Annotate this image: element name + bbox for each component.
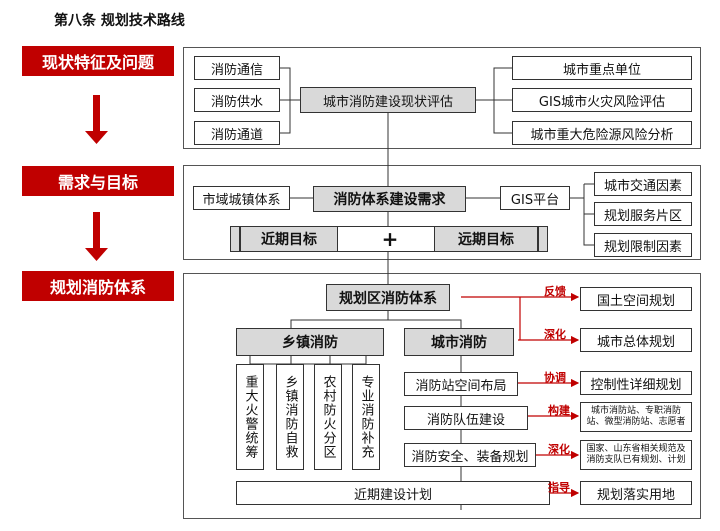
link-feedback: 反馈 bbox=[544, 285, 566, 298]
township-col-1: 重大火警统筹 bbox=[236, 364, 264, 470]
goal-long-term: 远期目标 bbox=[434, 226, 538, 252]
stage-current-status: 现状特征及问题 bbox=[22, 46, 174, 76]
link-deepen-2: 深化 bbox=[548, 443, 570, 456]
demand-service-area: 规划服务片区 bbox=[594, 202, 692, 226]
township-col-4: 专业消防补充 bbox=[352, 364, 380, 470]
demand-limits: 规划限制因素 bbox=[594, 233, 692, 257]
status-item-access-road: 消防通道 bbox=[194, 121, 280, 145]
city-item-team-building: 消防队伍建设 bbox=[404, 406, 528, 430]
township-col-3: 农村防火分区 bbox=[314, 364, 342, 470]
link-guide: 指导 bbox=[548, 481, 570, 494]
link-coordinate: 协调 bbox=[544, 371, 566, 384]
city-item-safety-equipment: 消防安全、装备规划 bbox=[404, 443, 536, 467]
status-item-gis-risk: GIS城市火灾风险评估 bbox=[512, 88, 692, 112]
city-fire: 城市消防 bbox=[404, 328, 514, 356]
status-item-key-units: 城市重点单位 bbox=[512, 56, 692, 80]
plan-land-implementation: 规划落实用地 bbox=[580, 481, 692, 505]
plan-territorial-space: 国土空间规划 bbox=[580, 287, 692, 311]
goal-near-term: 近期目标 bbox=[240, 226, 338, 252]
plan-regulatory-detail: 控制性详细规划 bbox=[580, 371, 692, 395]
city-item-station-layout: 消防站空间布局 bbox=[404, 372, 518, 396]
stage-fire-system: 规划消防体系 bbox=[22, 271, 174, 301]
plan-regulations: 国家、山东省相关规范及消防支队已有规划、计划 bbox=[580, 440, 692, 470]
system-top: 规划区消防体系 bbox=[326, 284, 450, 311]
status-item-hazard-risk: 城市重大危险源风险分析 bbox=[512, 121, 692, 145]
goal-plus: + bbox=[381, 227, 399, 251]
goals-bar-left-cap bbox=[230, 226, 240, 252]
demand-urban-system: 市域城镇体系 bbox=[193, 186, 290, 210]
demand-gis-platform: GIS平台 bbox=[500, 186, 570, 210]
goals-bar-right-cap bbox=[538, 226, 548, 252]
link-deepen-1: 深化 bbox=[544, 328, 566, 341]
link-build: 构建 bbox=[548, 404, 570, 417]
system-frame bbox=[183, 273, 701, 519]
near-term-plan: 近期建设计划 bbox=[236, 481, 550, 505]
status-assessment: 城市消防建设现状评估 bbox=[300, 87, 476, 113]
demand-center: 消防体系建设需求 bbox=[313, 186, 466, 212]
township-col-2: 乡镇消防自救 bbox=[276, 364, 304, 470]
demand-traffic: 城市交通因素 bbox=[594, 172, 692, 196]
plan-urban-master: 城市总体规划 bbox=[580, 328, 692, 352]
plan-station-types: 城市消防站、专职消防站、微型消防站、志愿者 bbox=[580, 402, 692, 432]
township-fire: 乡镇消防 bbox=[236, 328, 384, 356]
status-item-water-supply: 消防供水 bbox=[194, 88, 280, 112]
stage-needs-goals: 需求与目标 bbox=[22, 166, 174, 196]
status-item-communication: 消防通信 bbox=[194, 56, 280, 80]
page-title: 第八条 规划技术路线 bbox=[54, 13, 185, 29]
